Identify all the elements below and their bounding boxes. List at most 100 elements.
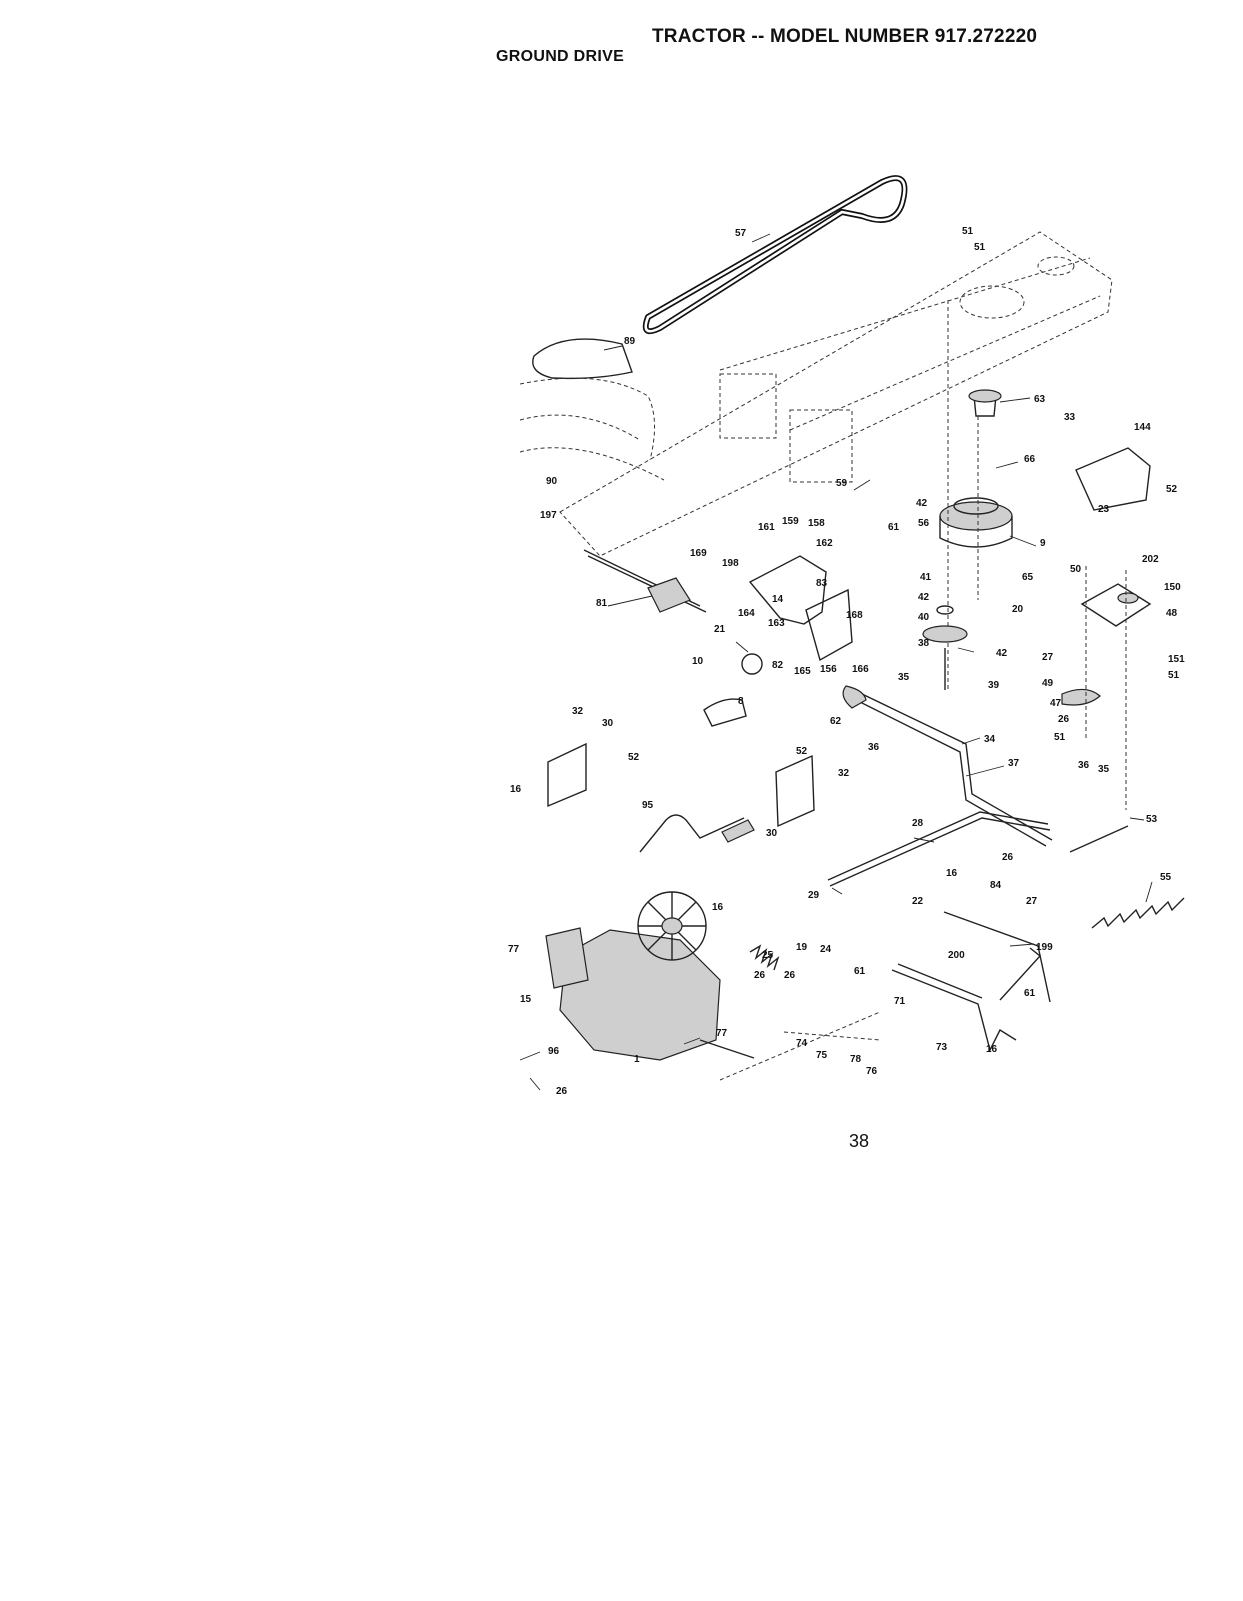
callout-66: 66 [1024,454,1036,465]
callout-96: 96 [548,1046,560,1057]
callout-42: 42 [996,648,1008,659]
callout-71: 71 [894,996,906,1007]
callout-27: 27 [1042,652,1054,663]
callout-56: 56 [918,518,930,529]
callout-51: 51 [962,226,974,237]
callout-166: 166 [852,664,869,675]
callout-26: 26 [556,1086,568,1097]
callout-76: 76 [866,1066,878,1077]
callout-10: 10 [692,656,704,667]
callout-156: 156 [820,664,837,675]
callout-50: 50 [1070,564,1082,575]
callout-23: 23 [1098,504,1110,515]
callout-14: 14 [772,594,784,605]
callout-51: 51 [974,242,986,253]
callout-84: 84 [990,880,1002,891]
callout-42: 42 [916,498,928,509]
brake-linkage [719,911,1051,1081]
callout-74: 74 [796,1038,808,1049]
callout-77: 77 [716,1028,728,1039]
callout-16: 16 [510,784,522,795]
callout-28: 28 [912,818,924,829]
callout-1: 1 [634,1054,640,1065]
callout-39: 39 [988,680,1000,691]
callout-55: 55 [1160,872,1172,883]
callout-202: 202 [1142,554,1159,565]
callout-159: 159 [782,516,799,527]
callout-169: 169 [690,548,707,559]
callout-32: 32 [572,706,584,717]
callout-38: 38 [918,638,930,649]
callout-26: 26 [784,970,796,981]
callout-16: 16 [946,868,958,879]
mounting-brackets [547,555,853,828]
callout-164: 164 [738,608,755,619]
callout-51: 51 [1168,670,1180,681]
callout-150: 150 [1164,582,1181,593]
callout-34: 34 [984,734,996,745]
callout-30: 30 [602,718,614,729]
callout-22: 22 [912,896,924,907]
callout-82: 82 [772,660,784,671]
callout-24: 24 [820,944,832,955]
callout-83: 83 [816,578,828,589]
callout-95: 95 [642,800,654,811]
callout-168: 168 [846,610,863,621]
drive-belt [642,175,908,335]
callout-57: 57 [735,228,747,239]
electric-clutch-assembly [922,300,1013,690]
callout-labels: 57 51 51 89 63 33 144 66 52 23 90 59 42 … [508,226,1185,1097]
callout-90: 90 [546,476,558,487]
callout-9: 9 [1040,538,1046,549]
linkage-rods [583,549,1129,887]
callout-75: 75 [816,1050,828,1061]
callout-59: 59 [836,478,848,489]
callout-81: 81 [596,598,608,609]
callout-78: 78 [850,1054,862,1065]
callout-35: 35 [1098,764,1110,775]
callout-19: 19 [796,942,808,953]
callout-29: 29 [808,890,820,901]
callout-21: 21 [714,624,726,635]
callout-40: 40 [918,612,930,623]
callout-25: 25 [762,950,774,961]
callout-62: 62 [830,716,842,727]
callout-61: 61 [888,522,900,533]
transaxle [545,891,755,1061]
section-title: GROUND DRIVE [496,48,625,65]
callout-26: 26 [754,970,766,981]
callout-36: 36 [1078,760,1090,771]
callout-163: 163 [768,618,785,629]
leader-lines [519,233,1153,1091]
callout-37: 37 [1008,758,1020,769]
callout-89: 89 [624,336,636,347]
page-title: TRACTOR -- MODEL NUMBER 917.272220 [652,26,1038,47]
callout-35: 35 [898,672,910,683]
callout-26: 26 [1058,714,1070,725]
callout-30: 30 [766,828,778,839]
callout-165: 165 [794,666,811,677]
callout-16: 16 [712,902,724,913]
callout-15: 15 [520,994,532,1005]
callout-27: 27 [1026,896,1038,907]
callout-48: 48 [1166,608,1178,619]
callout-65: 65 [1022,572,1034,583]
callout-8: 8 [738,696,744,707]
callout-63: 63 [1034,394,1046,405]
callout-16: 16 [986,1044,998,1055]
callout-61: 61 [854,966,866,977]
callout-77: 77 [508,944,520,955]
callout-42: 42 [918,592,930,603]
callout-26: 26 [1002,852,1014,863]
callout-61: 61 [1024,988,1036,999]
callout-49: 49 [1042,678,1054,689]
callout-158: 158 [808,518,825,529]
callout-51: 51 [1054,732,1066,743]
callout-73: 73 [936,1042,948,1053]
callout-52: 52 [796,746,808,757]
callout-161: 161 [758,522,775,533]
callout-47: 47 [1050,698,1062,709]
callout-197: 197 [540,510,557,521]
seat-fender [519,338,665,481]
callout-151: 151 [1168,654,1185,665]
